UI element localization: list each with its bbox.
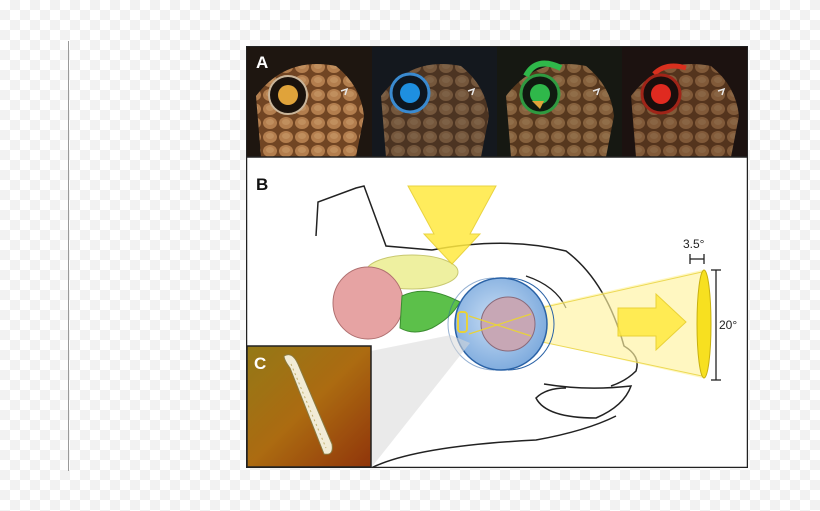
photo-blue (372, 47, 497, 157)
optic-nerve (399, 290, 461, 333)
eye-pupil-blue (400, 83, 420, 103)
arrow-down-icon (407, 185, 497, 265)
retina-reflector (457, 311, 468, 333)
eye-pupil-green (530, 84, 550, 104)
zoom-wedge (371, 335, 470, 468)
optic-lobe (332, 266, 404, 340)
panel-label-a: A (256, 53, 268, 72)
jaw-outline (535, 383, 633, 419)
micrograph-structure (283, 354, 333, 455)
arrow-right-icon (617, 292, 687, 352)
eye-pupil-red (651, 84, 671, 104)
photo-green (497, 47, 622, 157)
photo-red (622, 47, 747, 157)
figure-svg: A B (246, 46, 748, 468)
panel-label-b: B (256, 175, 268, 194)
projection-ellipse (696, 269, 712, 379)
panel-a: A (247, 47, 747, 158)
angle-height-label: 20° (719, 318, 737, 332)
angle-width-label: 3.5° (683, 237, 705, 251)
eye-pupil-ambient (278, 85, 298, 105)
panel-c: C (246, 335, 470, 468)
panel-label-c: C (254, 354, 266, 373)
eye-lens (480, 296, 536, 352)
body-outline-dorsal (315, 185, 433, 251)
photo-ambient (247, 47, 372, 157)
figure: A B (246, 46, 748, 468)
page-divider (68, 41, 69, 471)
panel-b: B (256, 175, 737, 468)
throat-outline (370, 415, 617, 468)
